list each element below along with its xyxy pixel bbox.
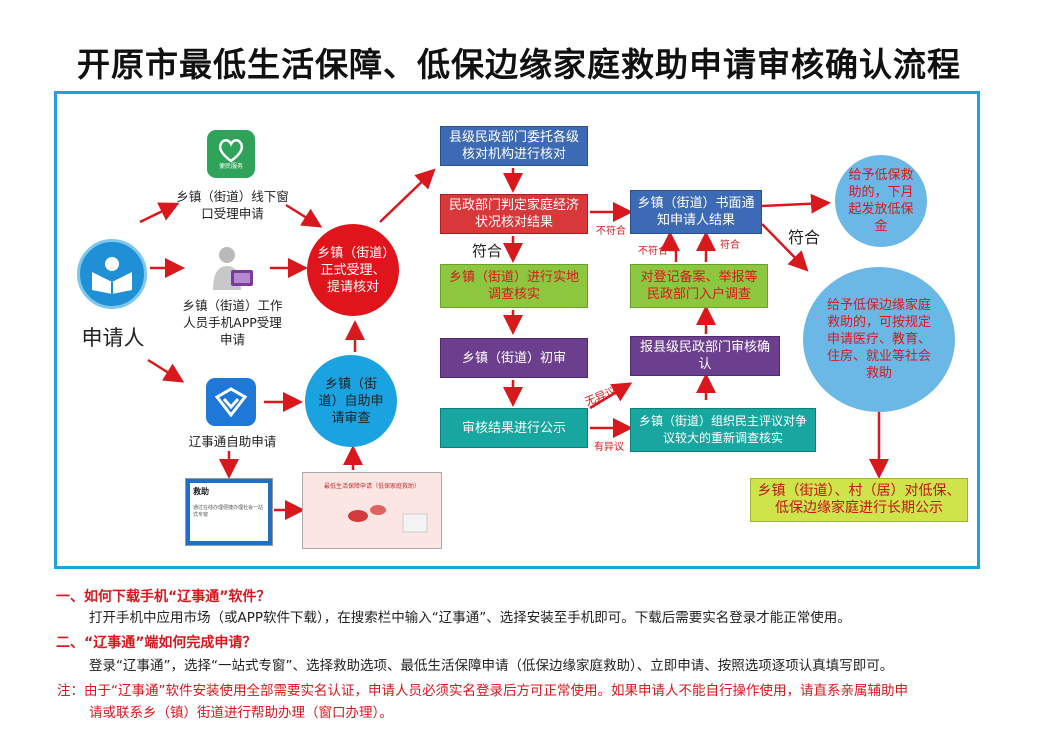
household-survey-box: 对登记备案、举报等民政部门入户调查 [630,264,768,308]
faq-answer-1: 打开手机中应用市场（或APP软件下载），在搜索栏中输入“辽事通”、选择安装至手机… [89,610,851,626]
arrow-notify-edge [761,223,809,272]
liaoshitong-app-icon [206,378,256,426]
page-title: 开原市最低生活保障、低保边缘家庭救助申请审核确认流程 [77,45,961,84]
field-survey-box: 乡镇（街道）进行实地调查核实 [440,264,588,308]
flowchart-frame [54,91,980,569]
notify-result-box: 乡镇（街道）书面通知申请人结果 [630,190,762,234]
label-conform-3: 符合 [788,228,821,247]
app-screen-thumbnail: 救助 通过在线办理便捷办理社会一站式专窗 [185,478,273,546]
arrow-applicant-lst [147,358,185,383]
channel-app-label: 乡镇（街道）工作人员手机APP受理申请 [182,298,283,347]
label-not-conform-2: 不符合 [638,246,668,257]
faq-question-2: 二、“辽事通”端如何完成申请？ [56,635,257,651]
faq-question-1: 一、如何下载手机“辽事通”软件？ [56,589,271,605]
screen1-title: 救助 [193,487,209,496]
apply-screen-thumbnail: 最低生活保障申请（低保家庭救助） [302,472,442,549]
preliminary-review-box: 乡镇（街道）初审 [440,338,588,378]
applicant-icon [77,239,147,309]
self-apply-circle: 乡镇（街道）自助申请审查 [305,355,397,447]
arrow-notify-monthly [761,193,831,214]
democratic-review-box: 乡镇（街道）组织民主评议对争议较大的重新调查核实 [630,408,816,452]
staff-phone-icon [207,244,257,294]
label-not-conform-1: 不符合 [596,226,626,237]
entrust-check-box: 县级民政部门委托各级核对机构进行核对 [440,126,588,166]
county-review-box: 报县级民政部门审核确认 [630,336,780,376]
note-line-1: 注：由于“辽事通”软件安装使用全部需要实名认证，申请人员必须实名登录后方可正常使… [57,683,908,699]
publicity-box: 审核结果进行公示 [440,408,588,448]
note-line-2: 请或联系乡（镇）街道进行帮助办理（窗口办理）。 [89,705,393,721]
screen1-text: 通过在线办理便捷办理社会一站式专窗 [193,505,264,518]
arrow-not-conform [660,231,680,262]
applicant-label: 申请人 [81,326,145,350]
arrow-accept-entrust [379,168,436,223]
judge-result-box: 民政部门判定家庭经济状况核对结果 [440,194,588,234]
handshake-icon: 便民服务 [207,130,255,178]
app-tile-label: 便民服务 [218,163,243,170]
channel-window-label: 乡镇（街道）线下窗口受理申请 [176,189,289,221]
label-objection: 有异议 [594,442,624,453]
label-conform-1: 符合 [472,242,503,260]
arrow-window-accept [285,203,323,228]
monthly-circle: 给予低保救助的，下月起发放低保金 [835,155,927,247]
long-term-publicity-box: 乡镇（街道）、村（居）对低保、低保边缘家庭进行长期公示 [750,478,968,522]
arrow-publish-report [589,382,633,410]
label-conform-2: 符合 [720,240,740,251]
faq-answer-2: 登录“辽事通”，选择“一站式专窗”、选择救助选项、最低生活保障申请（低保边缘家庭… [89,658,894,674]
edge-family-circle: 给予低保边缘家庭救助的，可按规定申请医疗、教育、住房、就业等社会救助 [803,267,955,412]
channel-lst-label: 辽事通自助申请 [188,434,277,449]
accept-circle: 乡镇（街道）正式受理、提请核对 [307,224,399,316]
screen2-title: 最低生活保障申请（低保家庭救助） [323,483,420,490]
arrow-applicant-window [139,202,180,224]
